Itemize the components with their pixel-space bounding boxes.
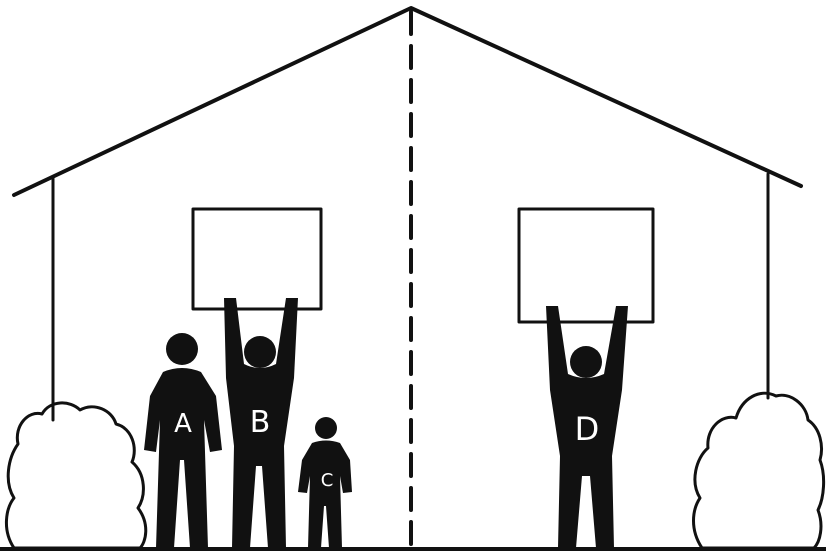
person-b: B — [224, 298, 298, 548]
label-a: A — [174, 409, 192, 439]
label-c: C — [321, 470, 334, 491]
label-b: B — [250, 405, 271, 440]
person-c-body — [298, 441, 352, 549]
person-c-head — [315, 417, 337, 439]
person-b-head — [244, 336, 276, 368]
left-window — [193, 209, 321, 309]
left-bush — [6, 403, 145, 548]
person-d-head — [570, 346, 602, 378]
roof — [14, 8, 801, 195]
person-c: C — [298, 417, 352, 548]
person-a: A — [144, 333, 222, 548]
person-d: D — [546, 306, 628, 548]
right-window — [519, 209, 653, 322]
person-a-body — [144, 368, 222, 548]
person-a-head — [166, 333, 198, 365]
right-bush — [694, 393, 824, 548]
label-d: D — [575, 410, 600, 448]
